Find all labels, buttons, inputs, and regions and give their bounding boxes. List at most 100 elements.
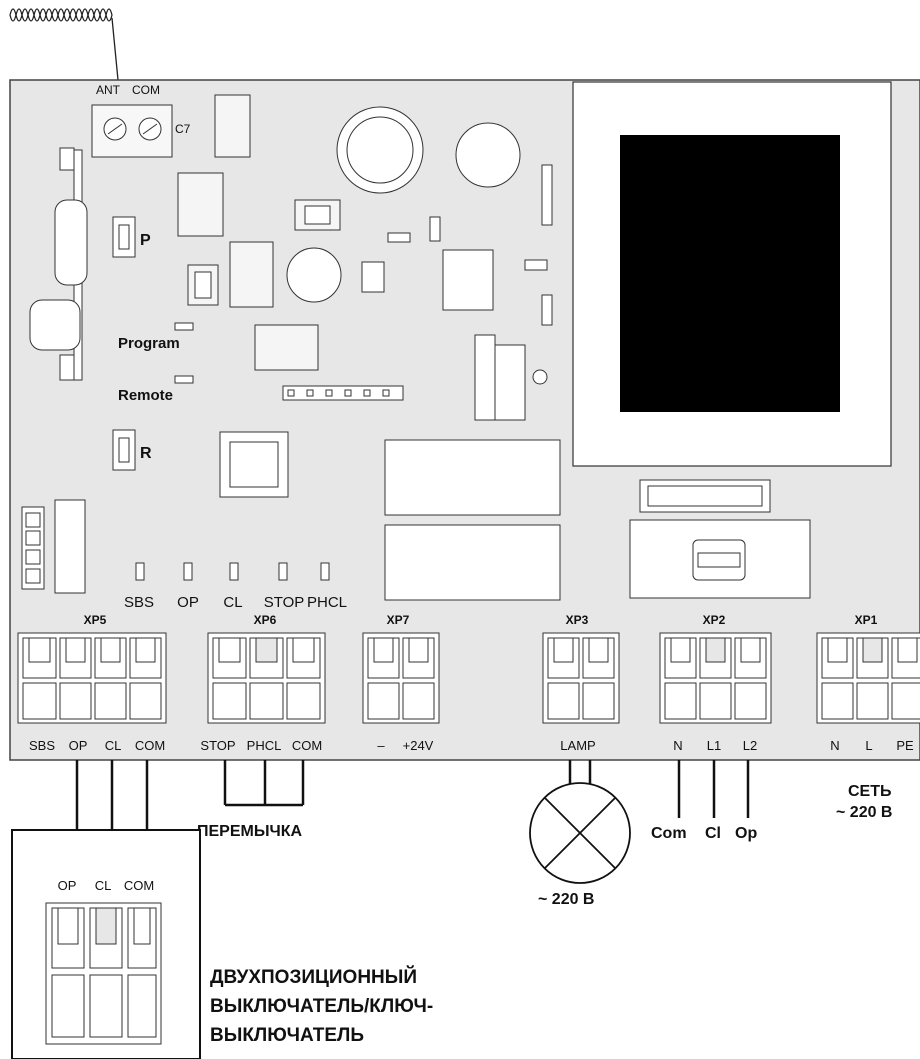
led-label-phcl: PHCL	[307, 594, 347, 611]
terminal-xp3-socket-1	[582, 682, 615, 720]
terminal-xp2-pin-label: N	[673, 738, 682, 753]
terminal-xp1-slot-2	[897, 637, 918, 663]
lamp-icon	[529, 782, 631, 884]
terminal-xp7-slot-0	[373, 637, 394, 663]
remote-label: Remote	[118, 387, 173, 404]
terminal-xp7-socket-0	[367, 682, 400, 720]
terminal-xp5-socket-3	[129, 682, 162, 720]
terminal-xp7-slot-1	[408, 637, 429, 663]
switch-pin-label: COM	[124, 878, 154, 893]
terminal-xp6-pin-label: COM	[292, 738, 322, 753]
relay-right-slot	[697, 552, 741, 568]
switch-terminal-cells	[51, 907, 157, 1038]
terminal-xp1-slot-1	[862, 637, 883, 663]
r-button-label: R	[140, 445, 152, 462]
terminal-xp6-slot-1	[255, 637, 278, 663]
terminal-xp6-pin-label: PHCL	[247, 738, 282, 753]
mains-label: СЕТЬ	[848, 783, 892, 800]
terminal-xp7-pin-label: –	[377, 738, 385, 753]
led-label-cl: CL	[223, 594, 242, 611]
terminal-xp3-name: XP3	[566, 613, 589, 627]
terminal-xp2-socket-0	[664, 682, 697, 720]
terminal-xp6-socket-2	[286, 682, 321, 720]
terminal-xp6-slot-0	[218, 637, 241, 663]
terminal-xp2-slot-2	[740, 637, 761, 663]
terminal-xp5-socket-2	[94, 682, 127, 720]
terminal-xp1-socket-1	[856, 682, 889, 720]
terminal-xp1-pin-label: N	[830, 738, 839, 753]
terminal-xp5-name: XP5	[84, 613, 107, 627]
terminal-xp5-pin-label: OP	[69, 738, 88, 753]
relay-bottom	[384, 524, 561, 601]
terminal-xp3-pin-label: LAMP	[560, 738, 595, 753]
transformer-core	[620, 135, 840, 412]
switch-pin-label: OP	[58, 878, 77, 893]
terminal-xp6-name: XP6	[254, 613, 277, 627]
relay-top	[384, 439, 561, 516]
terminal-xp6-socket-1	[249, 682, 284, 720]
header-pins	[282, 385, 404, 401]
ant-com-label: COM	[132, 83, 160, 97]
left-small-connector-icon	[21, 499, 86, 594]
terminal-xp6-pin-label: STOP	[200, 738, 235, 753]
motor-op-label: Op	[735, 825, 757, 842]
left-connector-icon	[29, 147, 88, 381]
motor-cl-label: Cl	[705, 825, 721, 842]
lamp-voltage-label: ~ 220 В	[538, 891, 594, 908]
ant-label: ANT	[96, 83, 121, 97]
program-led	[174, 322, 194, 331]
terminal-xp7-name: XP7	[387, 613, 410, 627]
led-phcl	[320, 562, 330, 581]
led-op	[183, 562, 193, 581]
external-wiring	[75, 760, 750, 830]
terminal-xp5-slot-3	[135, 637, 156, 663]
terminal-xp2-pin-label: L2	[743, 738, 757, 753]
terminal-xp7-socket-1	[402, 682, 435, 720]
terminal-xp5-pin-label: COM	[135, 738, 165, 753]
terminal-xp2-name: XP2	[703, 613, 726, 627]
switch-label-line2: ВЫКЛЮЧАТЕЛЬ/КЛЮЧ-	[210, 996, 433, 1017]
r-button-inner	[118, 437, 130, 463]
terminal-xp5-pin-label: SBS	[29, 738, 55, 753]
terminal-xp5-slot-1	[65, 637, 86, 663]
terminal-xp1-slot-0	[827, 637, 848, 663]
pcb-components	[177, 94, 553, 498]
terminal-xp7-pin-label: +24V	[403, 738, 434, 753]
terminal-xp1-pin-label: L	[865, 738, 872, 753]
led-cl	[229, 562, 239, 581]
terminal-xp1-socket-2	[891, 682, 920, 720]
fuse-inner	[647, 485, 763, 507]
terminal-xp5-slot-0	[28, 637, 51, 663]
switch-label-line1: ДВУХПОЗИЦИОННЫЙ	[210, 966, 417, 988]
terminal-xp3-slot-1	[588, 637, 609, 663]
terminal-xp6-slot-2	[292, 637, 315, 663]
led-label-sbs: SBS	[124, 594, 154, 611]
terminal-xp5-socket-0	[22, 682, 57, 720]
switch-pin-label: CL	[95, 878, 112, 893]
terminal-xp3-socket-0	[547, 682, 580, 720]
mains-voltage-label: ~ 220 В	[836, 804, 892, 821]
remote-led	[174, 375, 194, 384]
switch-label-line3: ВЫКЛЮЧАТЕЛЬ	[210, 1025, 364, 1046]
terminal-xp1-socket-0	[821, 682, 854, 720]
terminal-xp2-slot-0	[670, 637, 691, 663]
terminal-xp1-pin-label: PE	[896, 738, 914, 753]
p-button-label: P	[140, 232, 151, 249]
terminal-xp3-slot-0	[553, 637, 574, 663]
antenna-screw-icon	[103, 117, 162, 141]
terminal-xp2-pin-label: L1	[707, 738, 721, 753]
led-stop	[278, 562, 288, 581]
led-label-op: OP	[177, 594, 199, 611]
terminal-xp5-pin-label: CL	[105, 738, 122, 753]
led-sbs	[135, 562, 145, 581]
terminal-xp2-socket-1	[699, 682, 732, 720]
terminal-xp6-socket-0	[212, 682, 247, 720]
program-label: Program	[118, 335, 180, 352]
p-button-inner	[118, 224, 130, 250]
terminal-xp5-socket-1	[59, 682, 92, 720]
terminal-xp2-slot-1	[705, 637, 726, 663]
led-label-stop: STOP	[264, 594, 305, 611]
